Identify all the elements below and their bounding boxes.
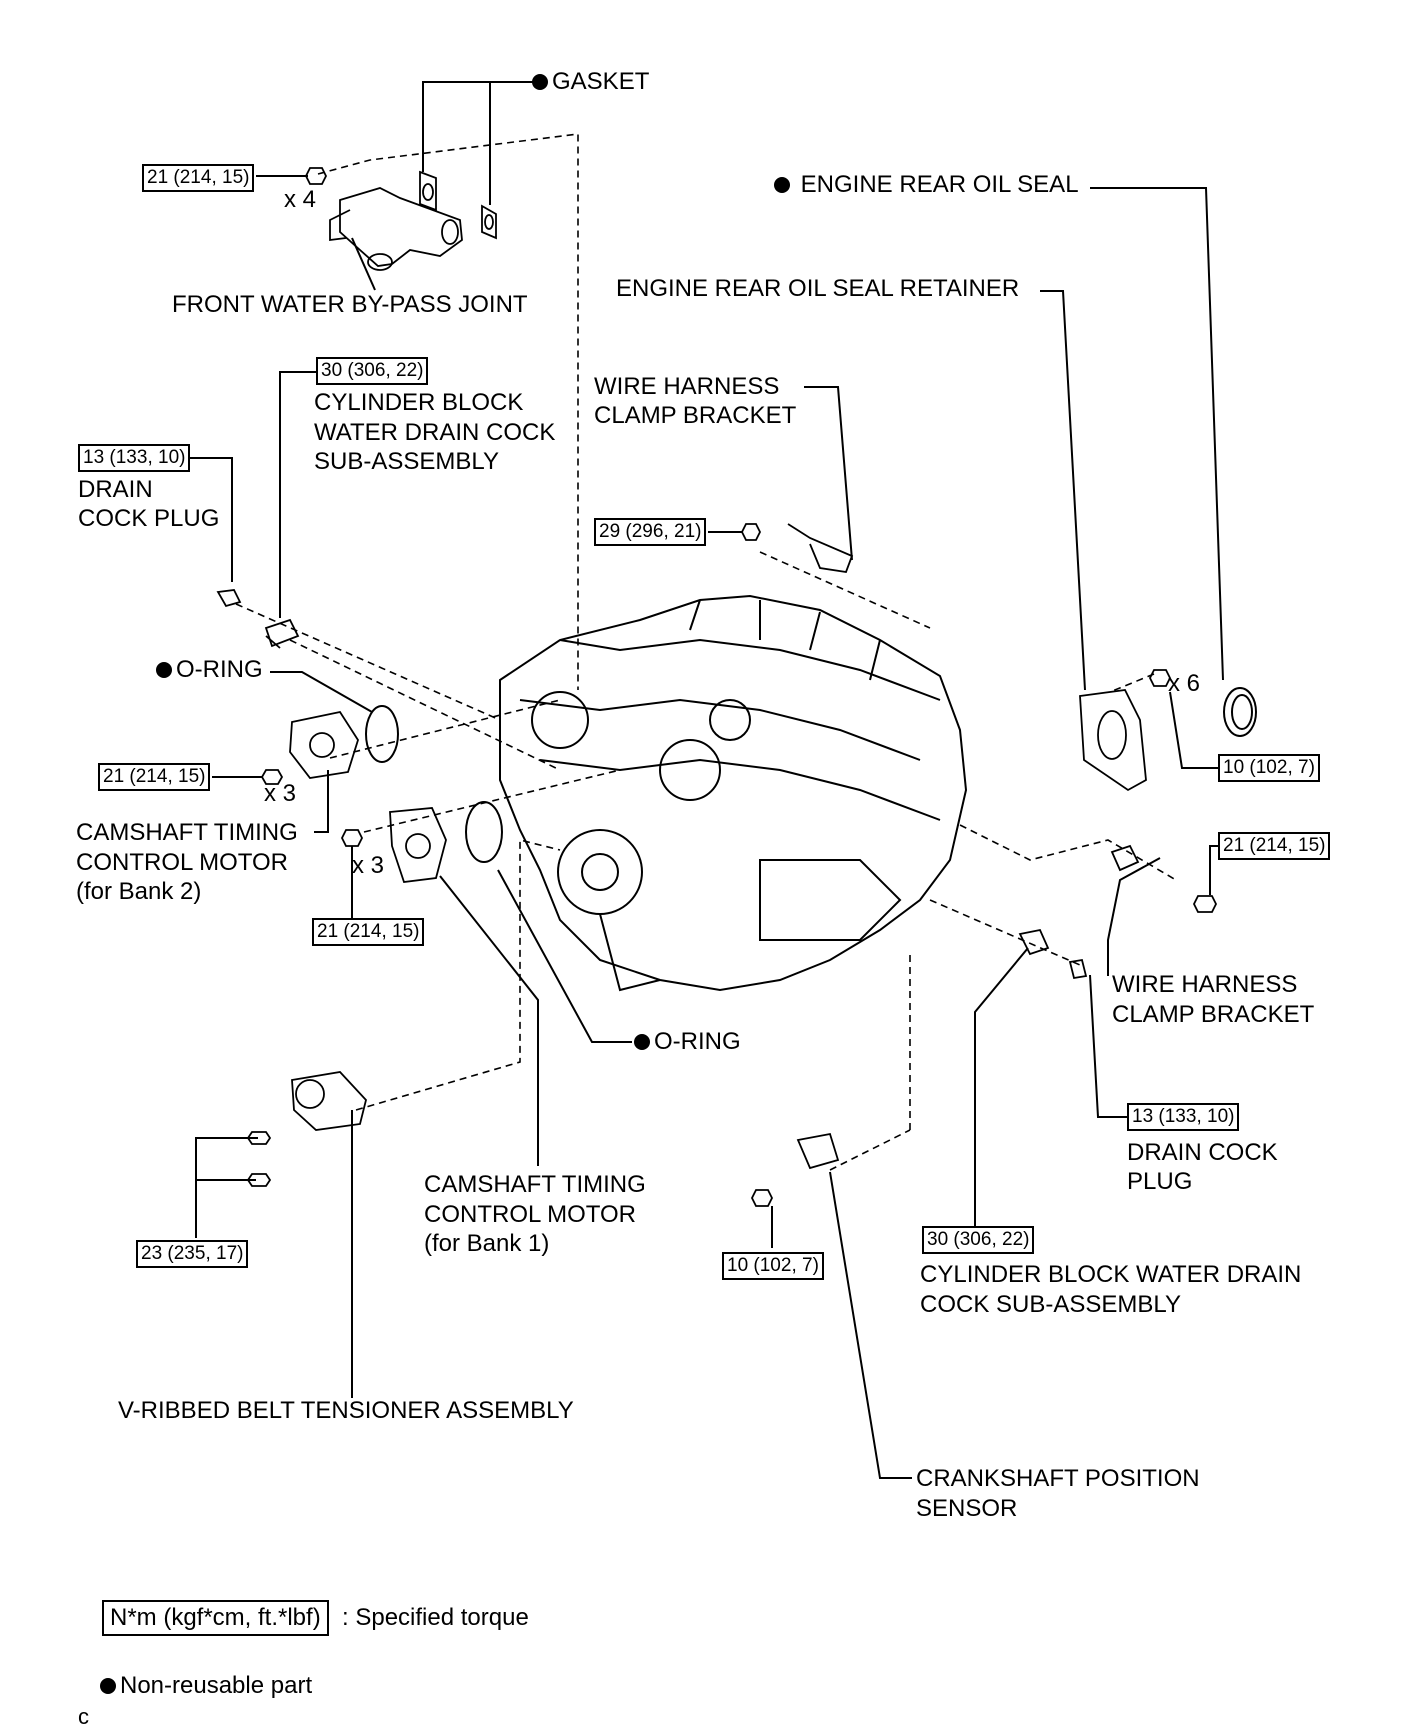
leader-o-ring-lower	[497, 869, 632, 1043]
o-ring-lower-label: O-RING	[634, 1027, 741, 1057]
cam-motor-bank1-line1: CAMSHAFT TIMING	[424, 1171, 646, 1198]
crankshaft-sensor-line2: SENSOR	[916, 1495, 1018, 1522]
gasket-parts	[419, 170, 497, 240]
cyl-block-drain-cock-left-line3: SUB-ASSEMBLY	[314, 448, 499, 475]
multiplier-cam-bank1: x 3	[352, 852, 385, 879]
crankshaft-sensor-part	[750, 1132, 840, 1207]
wire-harness-right-line1: WIRE HARNESS	[1112, 971, 1298, 998]
cyl-block-drain-cock-left-line2: WATER DRAIN COCK	[314, 419, 556, 446]
cam-motor-bank1-line2: CONTROL MOTOR	[424, 1201, 637, 1228]
o-ring-lower-text: O-RING	[654, 1028, 741, 1055]
drain-cock-plug-left-line2: COCK PLUG	[78, 505, 220, 532]
torque-water-bypass: 21 (214, 15)	[142, 164, 255, 192]
torque-drain-cock-left: 30 (306, 22)	[316, 357, 429, 385]
gasket-label: GASKET	[532, 67, 649, 97]
wire-harness-top-line1: WIRE HARNESS	[594, 373, 780, 400]
wire-harness-bracket-top-part	[740, 523, 854, 574]
v-ribbed-belt-tensioner-label: V-RIBBED BELT TENSIONER ASSEMBLY	[118, 1397, 574, 1424]
leader-cam-bank1	[439, 875, 539, 1166]
legend-non-reusable-text: Non-reusable part	[120, 1672, 313, 1699]
multiplier-oil-seal-retainer: x 6	[1168, 670, 1201, 697]
drain-cock-plug-right-line2: PLUG	[1127, 1168, 1193, 1195]
front-water-bypass-joint-part	[329, 187, 463, 271]
torque-drain-plug-right: 13 (133, 10)	[1127, 1103, 1240, 1131]
front-water-bypass-joint-label: FRONT WATER BY-PASS JOINT	[172, 291, 528, 318]
engine-rear-oil-seal-label: ENGINE REAR OIL SEAL	[774, 170, 1079, 200]
o-ring-upper-part	[365, 705, 399, 763]
cam-motor-bank2-line1: CAMSHAFT TIMING	[76, 819, 298, 846]
cyl-block-drain-cock-left-line1: CYLINDER BLOCK	[314, 389, 524, 416]
leader-wire-harness-top	[804, 386, 853, 561]
leader-drain-cock-left	[279, 371, 322, 618]
torque-wire-harness-right: 21 (214, 15)	[1218, 832, 1331, 860]
tensioner-part	[246, 1071, 367, 1187]
cam-motor-bank2-line3: (for Bank 2)	[76, 878, 202, 905]
leader-gasket	[422, 81, 538, 205]
drain-plug-left-part	[216, 589, 242, 608]
torque-cam-bank1: 21 (214, 15)	[312, 918, 425, 946]
leader-oil-seal-retainer	[1040, 290, 1086, 691]
multiplier-water-bypass: x 4	[284, 186, 317, 213]
engine-rear-oil-seal-retainer-label: ENGINE REAR OIL SEAL RETAINER	[616, 275, 1020, 302]
wire-harness-bracket-right-part	[1110, 844, 1218, 913]
drain-cock-right-part	[1018, 928, 1088, 980]
o-ring-upper-label: O-RING	[156, 655, 263, 685]
legend-torque-unit: N*m (kgf*cm, ft.*lbf)	[102, 1600, 329, 1636]
legend-torque-desc: : Specified torque	[342, 1604, 529, 1631]
footer-code: c	[78, 1704, 89, 1729]
leader-cam-bank2	[314, 770, 329, 833]
torque-drain-cock-right: 30 (306, 22)	[922, 1226, 1035, 1254]
engine-rear-oil-seal-part	[1223, 687, 1257, 737]
torque-oil-seal-retainer: 10 (102, 7)	[1218, 754, 1320, 782]
multiplier-cam-bank2: x 3	[264, 780, 297, 807]
engine-block	[499, 594, 968, 992]
drain-cock-plug-left-line1: DRAIN	[78, 476, 153, 503]
leader-drain-plug-right	[1089, 974, 1127, 1118]
leader-drain-cock-right	[974, 947, 1029, 1236]
torque-cam-bank2: 21 (214, 15)	[98, 763, 211, 791]
cyl-block-drain-cock-right-line1: CYLINDER BLOCK WATER DRAIN	[920, 1261, 1302, 1288]
leader-torque-tensioner	[195, 1137, 258, 1238]
crankshaft-sensor-line1: CRANKSHAFT POSITION	[916, 1465, 1200, 1492]
engine-rear-oil-seal-text: ENGINE REAR OIL SEAL	[800, 171, 1079, 198]
drain-cock-plug-right-line1: DRAIN COCK	[1127, 1139, 1278, 1166]
non-reusable-dot-icon	[156, 662, 172, 678]
non-reusable-dot-icon	[774, 177, 790, 193]
non-reusable-dot-icon	[532, 74, 548, 90]
leader-torque-wire-harness-right	[1209, 845, 1218, 895]
cam-motor-bank2-line2: CONTROL MOTOR	[76, 849, 289, 876]
leader-drain-plug-left	[190, 457, 233, 582]
gasket-text: GASKET	[552, 68, 650, 95]
wire-harness-right-line2: CLAMP BRACKET	[1112, 1001, 1315, 1028]
torque-wire-harness-top: 29 (296, 21)	[594, 518, 707, 546]
bypass-bolt	[304, 167, 328, 185]
torque-tensioner: 23 (235, 17)	[136, 1240, 249, 1268]
o-ring-upper-text: O-RING	[176, 656, 263, 683]
dashed-guides	[235, 133, 1177, 1171]
wire-harness-top-line2: CLAMP BRACKET	[594, 402, 797, 429]
leader-engine-rear-oil-seal	[1090, 187, 1224, 681]
leader-wire-harness-right	[1107, 857, 1161, 976]
cyl-block-drain-cock-right-line2: COCK SUB-ASSEMBLY	[920, 1291, 1181, 1318]
drain-cock-left-part	[264, 618, 300, 649]
leader-crankshaft-sensor	[829, 1171, 912, 1479]
non-reusable-dot-icon	[100, 1678, 116, 1694]
leader-torque-oil-seal-retainer	[1169, 691, 1218, 769]
cam-motor-bank1-line3: (for Bank 1)	[424, 1230, 550, 1257]
oil-seal-retainer-part	[1079, 669, 1172, 792]
leader-o-ring-upper	[270, 671, 373, 713]
torque-crank-sensor: 10 (102, 7)	[722, 1252, 824, 1280]
legend-non-reusable: Non-reusable part	[100, 1671, 312, 1701]
non-reusable-dot-icon	[634, 1034, 650, 1050]
cam-motor-bank1-part	[340, 807, 447, 883]
torque-drain-plug-left: 13 (133, 10)	[78, 444, 191, 472]
cam-motor-bank2-part	[260, 710, 359, 785]
o-ring-lower-part	[465, 801, 503, 863]
